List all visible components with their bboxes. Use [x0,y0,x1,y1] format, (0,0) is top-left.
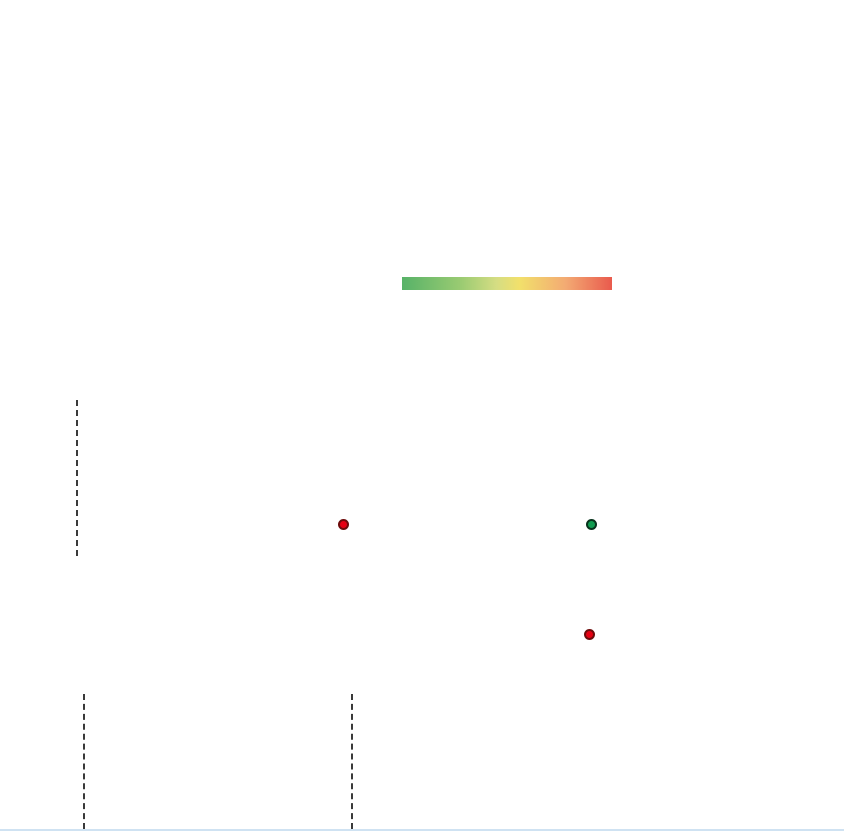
differential-peak-marker [586,519,601,530]
differential-peak-marker [338,519,353,530]
circular-heatmap-chart [46,20,390,364]
differential-peak-marker [584,629,599,640]
divider-4cl [76,400,78,556]
pathway-diagram [0,355,844,834]
red-dot-icon [338,519,349,530]
red-dot-icon [584,629,595,640]
divider-hct [83,694,85,829]
heatmap-colorbar [402,277,612,290]
figure-bottom-rule [0,829,844,831]
divider-pod [351,694,353,829]
green-dot-icon [586,519,597,530]
